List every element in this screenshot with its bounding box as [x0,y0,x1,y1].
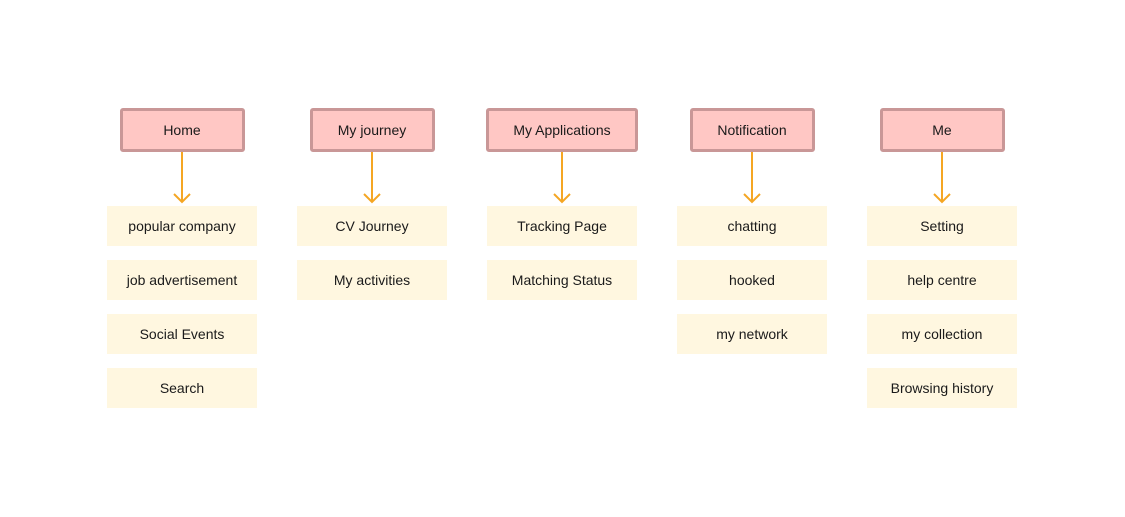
item-browsing-history[interactable]: Browsing history [867,368,1017,408]
arrow-down-icon [363,152,381,204]
column-home: Home popular company job advertisement S… [107,108,257,408]
item-my-collection[interactable]: my collection [867,314,1017,354]
column-me: Me Setting help centre my collection Bro… [867,108,1017,408]
item-tracking-page[interactable]: Tracking Page [487,206,637,246]
arrow-down-icon [173,152,191,204]
item-hooked[interactable]: hooked [677,260,827,300]
item-social-events[interactable]: Social Events [107,314,257,354]
item-cv-journey[interactable]: CV Journey [297,206,447,246]
item-setting[interactable]: Setting [867,206,1017,246]
item-list-my-applications: Tracking Page Matching Status [487,206,637,300]
item-search[interactable]: Search [107,368,257,408]
item-matching-status[interactable]: Matching Status [487,260,637,300]
item-job-advertisement[interactable]: job advertisement [107,260,257,300]
item-my-network[interactable]: my network [677,314,827,354]
item-chatting[interactable]: chatting [677,206,827,246]
header-home[interactable]: Home [119,108,245,152]
item-list-notification: chatting hooked my network [677,206,827,354]
header-notification[interactable]: Notification [689,108,815,152]
item-list-me: Setting help centre my collection Browsi… [867,206,1017,408]
item-list-my-journey: CV Journey My activities [297,206,447,300]
item-popular-company[interactable]: popular company [107,206,257,246]
header-me[interactable]: Me [879,108,1005,152]
item-help-centre[interactable]: help centre [867,260,1017,300]
column-my-applications: My Applications Tracking Page Matching S… [486,108,638,300]
header-my-applications[interactable]: My Applications [486,108,638,152]
arrow-down-icon [933,152,951,204]
column-notification: Notification chatting hooked my network [677,108,827,354]
arrow-down-icon [743,152,761,204]
arrow-down-icon [553,152,571,204]
header-my-journey[interactable]: My journey [309,108,435,152]
item-list-home: popular company job advertisement Social… [107,206,257,408]
item-my-activities[interactable]: My activities [297,260,447,300]
column-my-journey: My journey CV Journey My activities [297,108,447,300]
